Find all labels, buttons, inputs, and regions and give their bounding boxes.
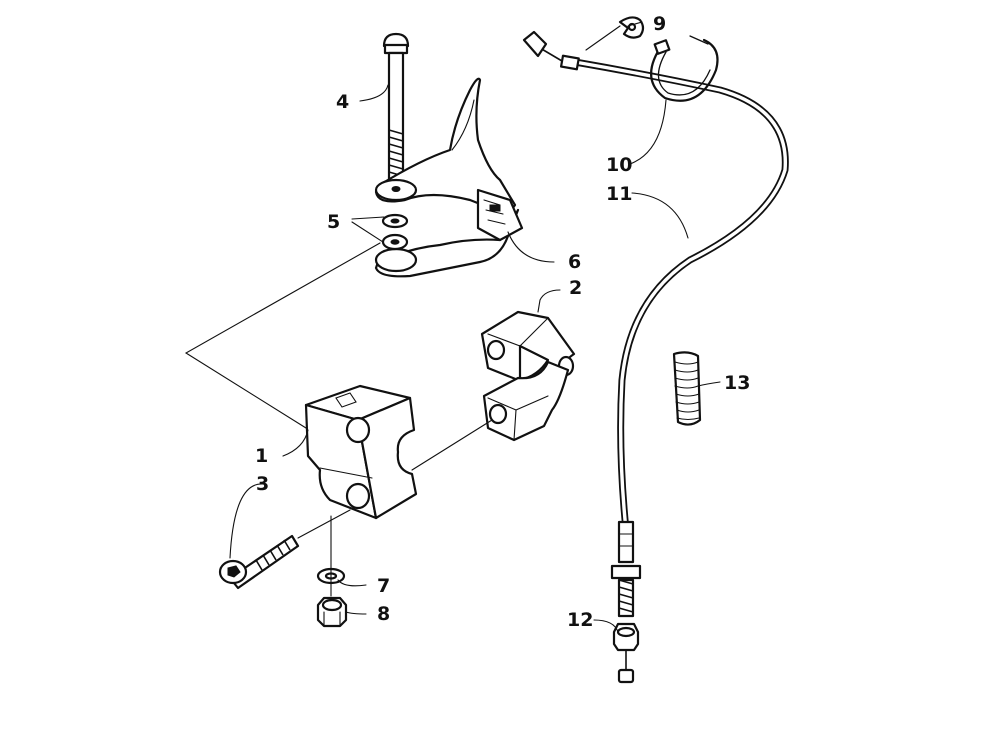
callout-2: 2 bbox=[569, 277, 582, 299]
part-6-throttle-lever bbox=[374, 77, 524, 278]
callout-12: 12 bbox=[567, 609, 593, 631]
callout-6: 6 bbox=[568, 251, 581, 273]
part-5-washers bbox=[381, 213, 409, 251]
part-13-boot bbox=[672, 351, 702, 426]
part-4-bolt bbox=[382, 32, 410, 183]
part-8-nut bbox=[316, 596, 348, 628]
part-1-mounting-block bbox=[304, 384, 418, 520]
callout-13: 13 bbox=[724, 372, 750, 394]
callout-3: 3 bbox=[256, 473, 269, 495]
callout-1: 1 bbox=[255, 445, 268, 467]
part-2-clamp bbox=[480, 310, 576, 442]
part-10-cable-tie bbox=[650, 35, 719, 102]
callout-labels: 1 2 3 4 5 6 7 8 9 10 11 12 13 bbox=[255, 13, 750, 631]
part-12-adjuster-nut bbox=[612, 622, 640, 652]
part-3-socket-screw bbox=[218, 534, 300, 590]
part-9-e-clip bbox=[618, 16, 645, 39]
callout-8: 8 bbox=[377, 603, 390, 625]
leader-lines bbox=[184, 21, 721, 633]
callout-5: 5 bbox=[327, 211, 340, 233]
callout-11: 11 bbox=[606, 183, 632, 205]
callout-7: 7 bbox=[377, 575, 390, 597]
callout-4: 4 bbox=[336, 91, 349, 113]
callout-10: 10 bbox=[606, 154, 632, 176]
callout-9: 9 bbox=[653, 13, 666, 35]
